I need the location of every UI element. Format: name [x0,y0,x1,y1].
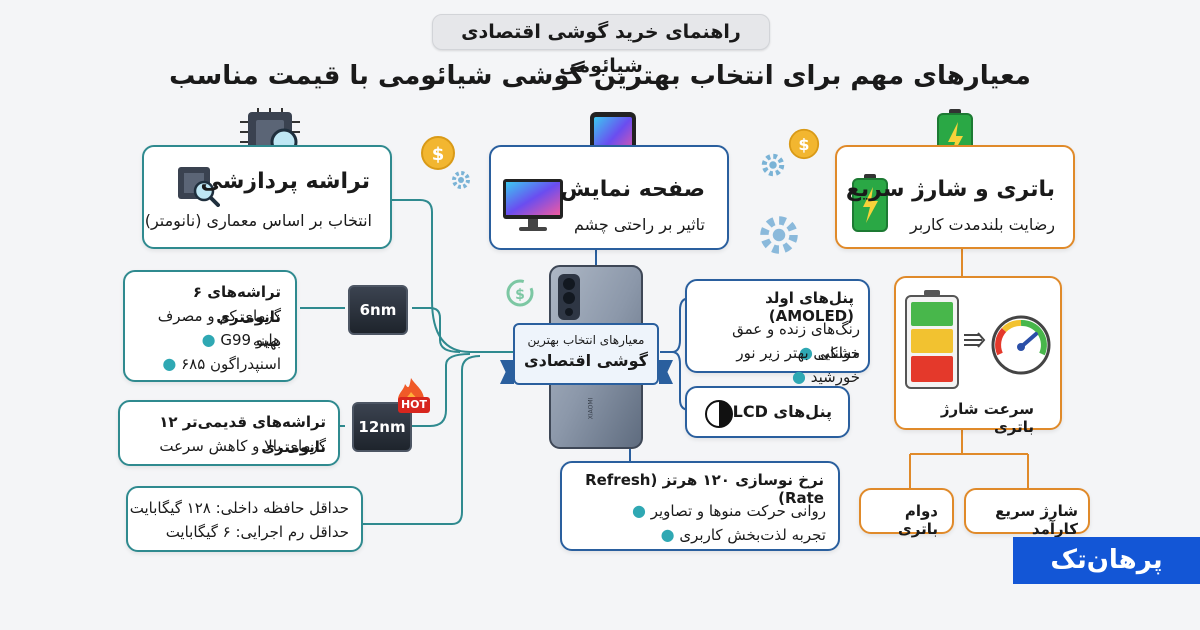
bullet-dot-icon: ● [162,354,177,373]
brand-logo[interactable]: پرهان‌تک [1013,537,1200,584]
battery-mini-icon [851,173,889,237]
center-line1: معیارهای انتخاب بهترین [527,333,645,347]
amoled-bullet-1: رنگ‌های زنده و عمق مشکی ● [687,317,860,365]
processor-box: تراشه پردازشی انتخاب بر اساس معماری (نان… [142,145,392,249]
page-title: معیارهای مهم برای انتخاب بهترین گوشی شیا… [169,61,1031,91]
lcd-box: پنل‌های LCD [685,386,850,438]
refresh-title: نرخ نوسازی ۱۲۰ هرتز (Refresh Rate) [585,471,824,507]
hot-badge-label: HOT [400,398,428,411]
storage-box: حداقل حافظه داخلی: ۱۲۸ گیگابایت حداقل رم… [126,486,363,552]
header-kicker: راهنمای خرید گوشی اقتصادی شیائومی [432,14,770,77]
gear-icon [754,210,804,264]
battery-level-icon [904,290,960,394]
amoled-bullet-text: خوانایی بهتر زیر نور خورشید [736,344,860,386]
svg-text:$: $ [798,135,809,154]
storage-line2: حداقل رم اجرایی: ۶ گیگابایت [165,523,349,541]
chip-6nm-label: 6nm [359,301,397,319]
chip6-box: تراشه‌های ۶ نانومتری گرمای کم و مصرف بهی… [123,270,297,382]
gear-icon [449,168,473,196]
arrows-icon [964,330,986,354]
refresh-coin-icon: $ [505,278,535,312]
chip6-bullet-text: اسنپدراگون ۶۸۵ [181,355,281,373]
chip6-bullet-1: هلیو G99 ● [202,328,281,352]
chip6-line2: گرمای کم و مصرف بهینه [157,307,281,350]
bullet-dot-icon: ● [799,343,814,362]
battery-title: باتری و شارژ سریع [845,177,1055,202]
svg-text:$: $ [515,287,525,303]
gear-icon [758,150,788,184]
processor-mini-icon [172,163,220,207]
bullet-dot-icon: ● [631,501,646,520]
svg-text:$: $ [432,144,445,165]
charge-speed-box: سرعت شارژ باتری [894,276,1062,436]
center-banner: معیارهای انتخاب بهترین گوشی اقتصادی [513,323,659,385]
chip-12nm-label: 12nm [358,418,406,436]
refresh-bullet-text: تجربه لذت‌بخش کاربری [679,526,826,544]
refresh-bullet-1: روانی حرکت منوها و تصاویر ● [632,499,826,523]
center-line2: گوشی اقتصادی [524,351,648,370]
battery-box: باتری و شارژ سریع رضایت بلندمدت کاربر [835,145,1075,249]
ribbon-left-icon [500,360,514,384]
fast-charge-box: شارژ سریع کارآمد [964,488,1090,538]
phone-brand-label: XIAOMI [587,397,595,420]
amoled-title: پنل‌های اولد (AMOLED) [765,289,854,325]
refresh-box: نرخ نوسازی ۱۲۰ هرتز (Refresh Rate) روانی… [560,461,840,551]
battery-life-box: دوام باتری [859,488,954,538]
coin-icon: $ [788,128,820,164]
processor-title: تراشه پردازشی [200,169,370,194]
chip6-bullet-text: هلیو G99 [220,331,281,349]
fast-charge-label: شارژ سریع کارآمد [995,502,1078,538]
refresh-bullet-2: تجربه لذت‌بخش کاربری ● [661,523,826,547]
chip6-line1: تراشه‌های ۶ نانومتری [192,283,281,326]
bullet-dot-icon: ● [201,330,216,349]
refresh-bullet-text: روانی حرکت منوها و تصاویر [650,502,826,520]
display-box: صفحه نمایش تاثیر بر راحتی چشم [489,145,729,250]
bullet-dot-icon: ● [660,525,675,544]
chip12-box: تراشه‌های قدیمی‌تر ۱۲ نانومتری گرمای بال… [118,400,340,466]
amoled-bullet-2: خوانایی بهتر زیر نور خورشید ● [687,341,860,389]
chip-6nm-icon: 6nm [348,285,408,335]
charge-speed-label: سرعت شارژ باتری [940,400,1034,436]
storage-line1: حداقل حافظه داخلی: ۱۲۸ گیگابایت [129,499,349,517]
chip12-line1: تراشه‌های قدیمی‌تر ۱۲ نانومتری [159,413,326,456]
amoled-bullet-text: رنگ‌های زنده و عمق مشکی [732,320,860,362]
half-brightness-icon [703,398,735,434]
coin-icon: $ [420,135,456,175]
battery-subtitle: رضایت بلندمدت کاربر [909,215,1055,234]
processor-subtitle: انتخاب بر اساس معماری (نانومتر) [144,211,372,230]
amoled-box: پنل‌های اولد (AMOLED) رنگ‌های زنده و عمق… [685,279,870,386]
display-title: صفحه نمایش [560,177,705,202]
hot-badge: HOT [398,397,430,413]
chip6-bullet-2: اسنپدراگون ۶۸۵ ● [162,352,281,376]
bullet-dot-icon: ● [792,367,806,386]
chip12-line2: گرمای بالا و کاهش سرعت [159,437,326,455]
monitor-icon [501,177,565,235]
speedometer-icon [990,314,1052,380]
lcd-title: پنل‌های LCD [732,402,832,421]
display-subtitle: تاثیر بر راحتی چشم [573,215,705,234]
battery-life-label: دوام باتری [898,502,938,538]
ribbon-right-icon [659,360,673,384]
